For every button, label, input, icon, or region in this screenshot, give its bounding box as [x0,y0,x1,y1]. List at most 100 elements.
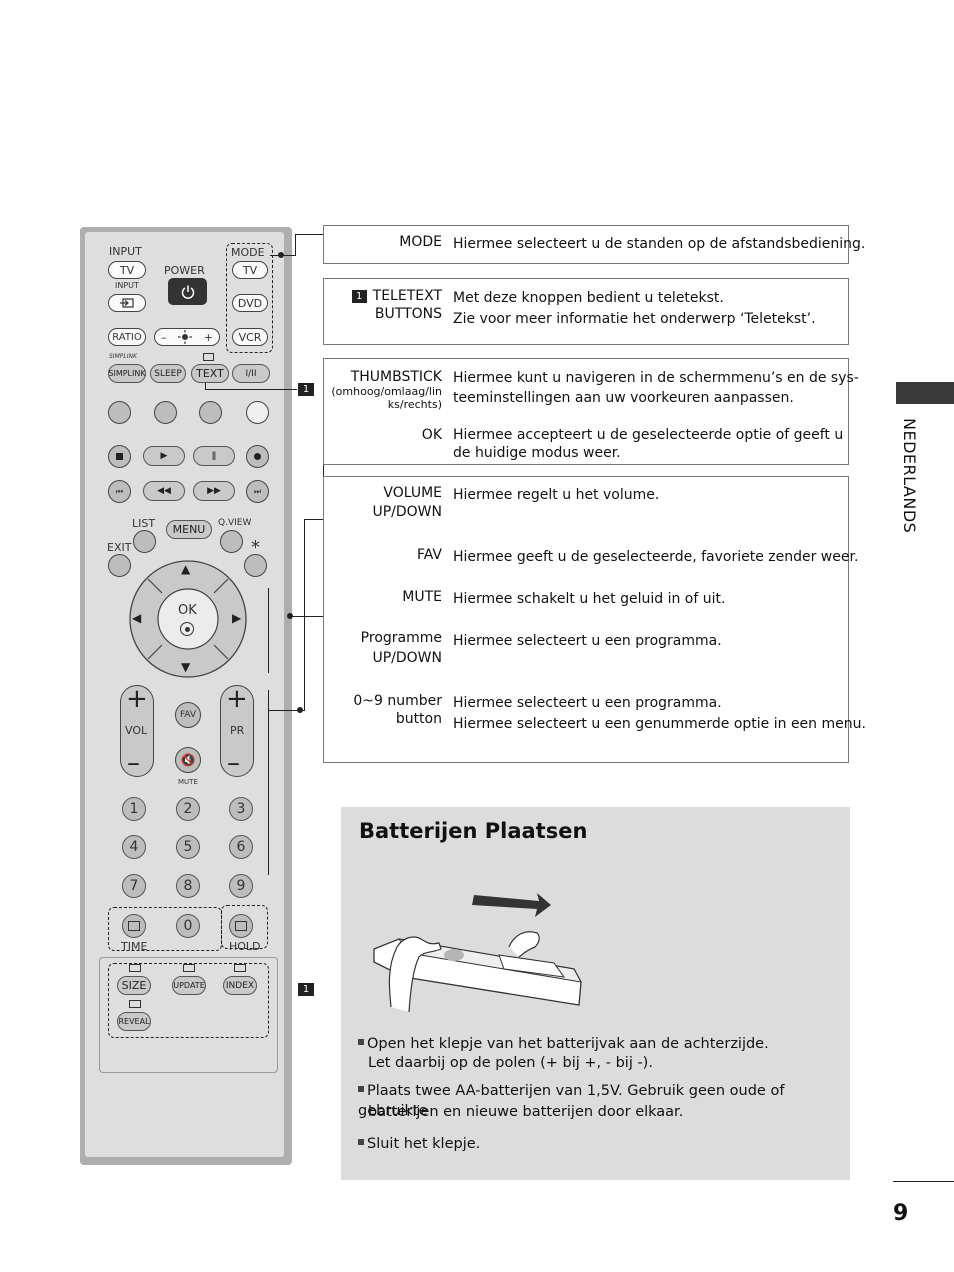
fav-desc: Hiermee geeft u de geselecteerde, favori… [453,549,859,565]
skip-back-icon: ⏮ [115,486,124,496]
time-icon [128,921,140,931]
yellow-button[interactable] [199,401,222,424]
teletext-callout [323,278,849,345]
size-text-icon [129,964,141,972]
brightness-control[interactable]: – + [154,328,220,346]
up-arrow-icon[interactable]: ▲ [181,562,191,576]
left-arrow-icon[interactable]: ◀ [132,611,142,625]
buttons-callout [323,476,849,763]
index-button[interactable]: INDEX [223,976,257,995]
thumbstick[interactable] [128,559,248,679]
number-button-6[interactable]: 6 [229,835,253,859]
simplink-button[interactable]: SIMPLINK [108,364,146,383]
thumbstick-desc-line1: Hiermee kunt u navigeren in de schermmen… [453,370,859,386]
volume-up-icon: + [126,684,148,714]
connector-line [290,616,323,617]
teletext-term-line2: BUTTONS [374,306,442,322]
volume-rocker[interactable] [120,685,154,777]
thumbstick-callout [323,358,849,465]
mode-dvd-button[interactable]: DVD [232,294,268,312]
number-button-0[interactable]: 0 [176,914,200,938]
programme-term-line2: UP/DOWN [372,650,442,666]
number-button-4[interactable]: 4 [122,835,146,859]
ratio-button[interactable]: RATIO [108,328,146,346]
mute-label: MUTE [178,778,198,786]
connector-line [295,234,323,235]
qview-button[interactable] [220,530,243,553]
thumbstick-term: THUMBSTICK [350,369,442,385]
rewind-button[interactable]: ◀◀ [143,481,185,501]
text-mode-icon [203,353,214,361]
connector-line [268,710,304,711]
blue-button[interactable] [246,401,269,424]
number-button-9[interactable]: 9 [229,874,253,898]
bullet-square-icon [358,1139,364,1145]
record-button[interactable] [246,445,269,468]
vol-label: VOL [125,724,148,737]
battery-bullet-2-line2: batterijen en nieuwe batterijen door elk… [368,1104,684,1120]
hold-group-outline [221,905,268,949]
number-desc-line1: Hiermee selecteert u een programma. [453,695,722,711]
ok-term: OK [421,427,442,443]
down-arrow-icon[interactable]: ▼ [181,660,191,674]
battery-bullet-3-text: Sluit het klepje. [367,1136,481,1152]
mode-callout [323,225,849,264]
battery-bullet-1: Open het klepje van het batterijvak aan … [358,1034,769,1054]
connector-line [284,255,296,256]
red-button[interactable] [108,401,131,424]
number-button-2[interactable]: 2 [176,797,200,821]
number-button-1[interactable]: 1 [122,797,146,821]
play-button[interactable]: ▶ [143,446,185,466]
battery-title: Batterijen Plaatsen [359,819,588,843]
volume-term-line2: UP/DOWN [372,504,442,520]
stop-button[interactable] [108,445,131,468]
text-button[interactable]: TEXT [191,364,229,383]
pause-button[interactable]: ǁ [193,446,235,466]
time-label: TIME [121,940,148,953]
number-term-line1: 0~9 number [353,693,442,709]
i-ii-button[interactable]: I/II [232,364,270,383]
teletext-panel [99,957,278,1073]
hold-button[interactable] [229,914,253,938]
green-button[interactable] [154,401,177,424]
programme-rocker[interactable] [220,685,254,777]
number-button-8[interactable]: 8 [176,874,200,898]
star-button[interactable] [244,554,267,577]
mode-vcr-button[interactable]: VCR [232,328,268,346]
input-small-label: INPUT [115,281,139,290]
mode-label: MODE [231,246,265,259]
input-button[interactable] [108,294,146,312]
pr-label: PR [230,724,245,737]
tv-button[interactable]: TV [108,261,146,279]
list-button[interactable] [133,530,156,553]
qview-label: Q.VIEW [218,518,252,528]
menu-button[interactable]: MENU [166,520,212,539]
number-button-7[interactable]: 7 [122,874,146,898]
fast-forward-button[interactable]: ▶▶ [193,481,235,501]
number-button-3[interactable]: 3 [229,797,253,821]
play-icon: ▶ [160,451,168,461]
update-button[interactable]: UPDATE [172,976,206,995]
mute-button[interactable]: 🔇 [175,747,201,773]
programme-term-line1: Programme [360,630,442,646]
fav-button[interactable]: FAV [175,702,201,728]
sleep-button[interactable]: SLEEP [150,364,186,383]
volume-down-icon: – [127,748,140,778]
time-button[interactable] [122,914,146,938]
teletext-group-outline [108,963,269,1038]
connector-dot [278,252,284,258]
mode-tv-button[interactable]: TV [232,261,268,279]
number-button-5[interactable]: 5 [176,835,200,859]
exit-button[interactable] [108,554,131,577]
connector-line [295,234,296,256]
skip-forward-button[interactable]: ⏭ [246,480,269,503]
size-button[interactable]: SIZE [117,976,151,995]
right-arrow-icon[interactable]: ▶ [232,611,242,625]
reveal-button[interactable]: REVEAL [117,1012,151,1031]
connector-line [205,383,206,390]
power-button[interactable] [168,278,207,305]
ok-button[interactable] [180,622,194,636]
skip-back-button[interactable]: ⏮ [108,480,131,503]
index-text-icon [234,964,246,972]
mute-icon: 🔇 [180,753,196,767]
